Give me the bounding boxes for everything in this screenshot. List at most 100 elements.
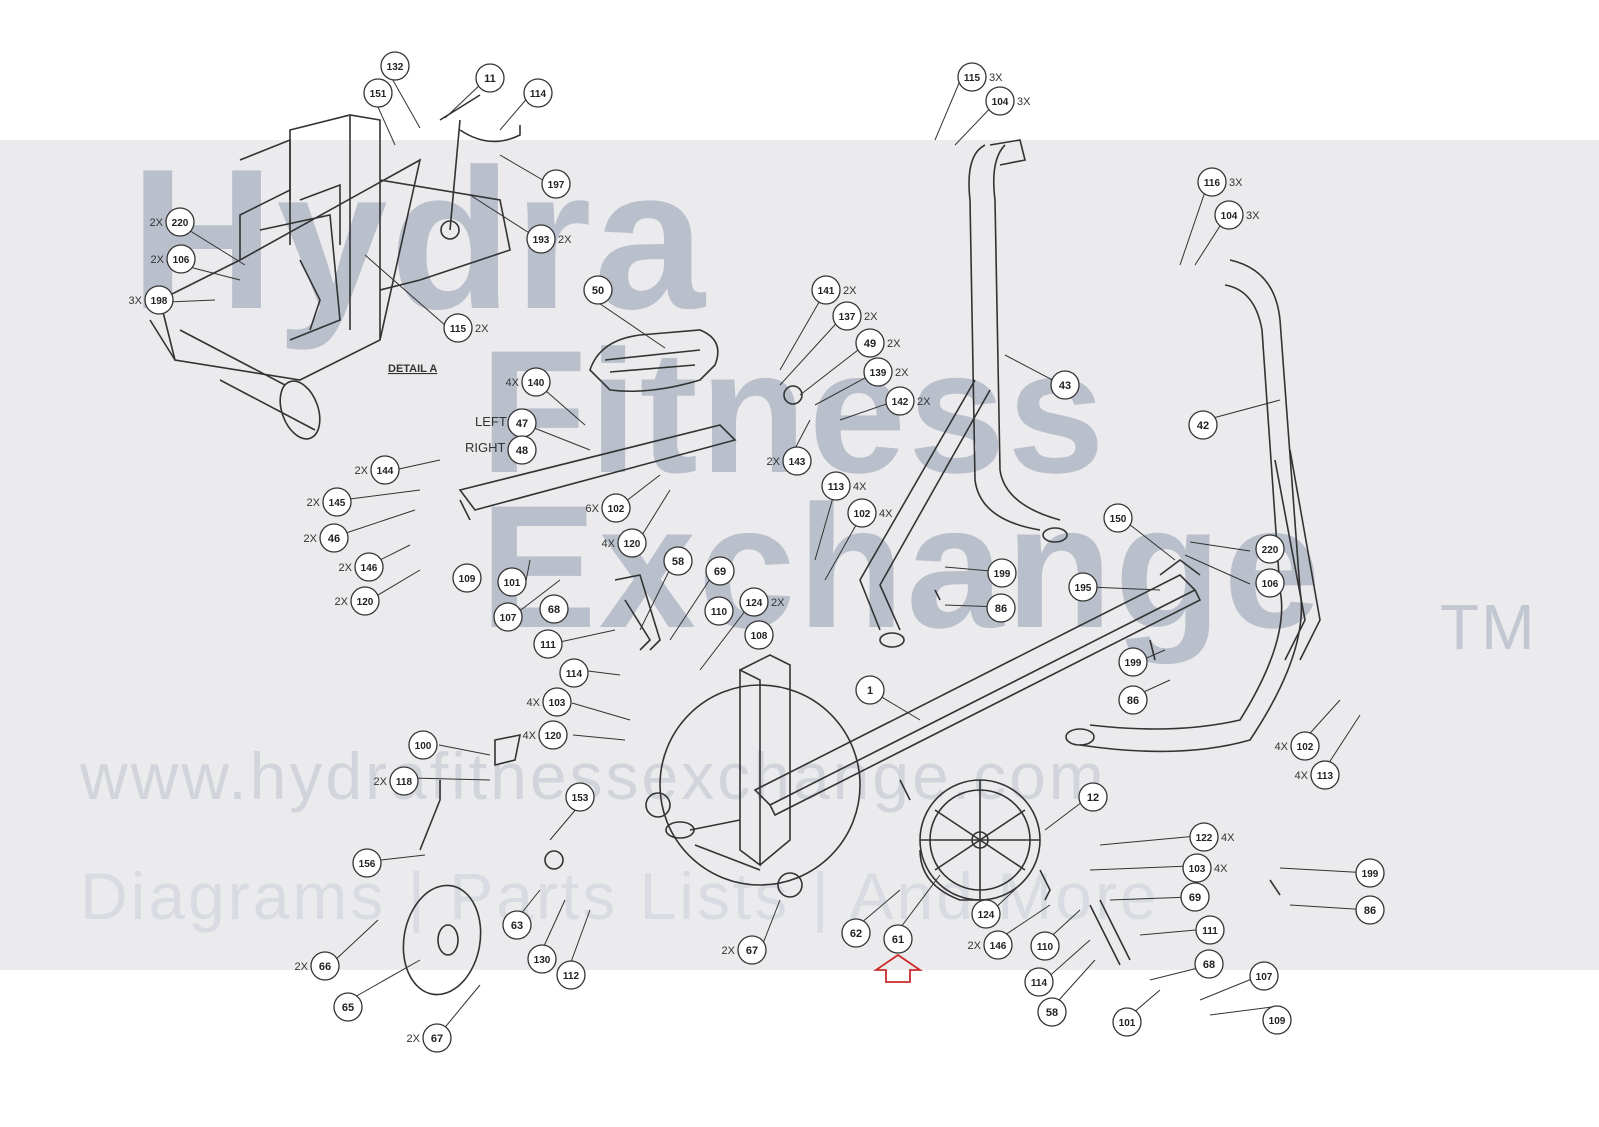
- callout-number: 58: [1046, 1007, 1058, 1019]
- callout-number: 153: [572, 793, 589, 804]
- callout-number: 144: [377, 466, 394, 477]
- callout-quantity: 4X: [523, 730, 537, 742]
- callout-number: 61: [892, 934, 904, 946]
- callout-number: 104: [992, 97, 1009, 108]
- callout-number: 63: [511, 920, 523, 932]
- callout-bubble: [847, 498, 877, 528]
- callout-114: 114: [1024, 967, 1054, 997]
- callout-number: 114: [566, 669, 583, 680]
- callout-bubble: [310, 951, 340, 981]
- callout-bubble: [556, 960, 586, 990]
- callout-quantity: 2X: [151, 254, 165, 266]
- callout-number: 108: [751, 631, 768, 642]
- up-arrow-icon: [873, 953, 923, 983]
- callout-number: 107: [1256, 972, 1273, 983]
- callout-65: 65: [333, 992, 363, 1022]
- callout-quantity: 4X: [1214, 863, 1228, 875]
- callout-number: 124: [746, 598, 763, 609]
- callout-11: 11: [475, 63, 505, 93]
- callout-bubble: [663, 546, 693, 576]
- callout-bubble: [855, 675, 885, 705]
- callout-number: 113: [828, 482, 845, 493]
- callout-bubble: [885, 386, 915, 416]
- callout-number: 146: [361, 563, 378, 574]
- callout-number: 104: [1221, 211, 1238, 222]
- callout-bubble: [352, 848, 382, 878]
- callout-number: 122: [1196, 833, 1213, 844]
- callout-153: 153: [565, 782, 595, 812]
- callout-quantity: 4X: [506, 377, 520, 389]
- callout-151: 151: [363, 78, 393, 108]
- callout-quantity: 3X: [1246, 210, 1260, 222]
- callout-bubble: [883, 924, 913, 954]
- callout-quantity: 3X: [1017, 96, 1031, 108]
- callout-number: 106: [173, 255, 190, 266]
- callout-156: 156: [352, 848, 382, 878]
- callout-bubble: [1037, 997, 1067, 1027]
- callout-bubble: [370, 455, 400, 485]
- callout-bubble: [322, 487, 352, 517]
- callout-bubble: [987, 558, 1017, 588]
- callout-number: 103: [1189, 864, 1206, 875]
- callout-number: 110: [711, 607, 728, 618]
- callout-bubble: [1050, 370, 1080, 400]
- callout-number: 107: [500, 613, 517, 624]
- callout-42: 42: [1188, 410, 1218, 440]
- callout-bubble: [782, 446, 812, 476]
- callout-quantity: 2X: [917, 396, 931, 408]
- callout-bubble: [1078, 782, 1108, 812]
- callout-bubble: [497, 567, 527, 597]
- callout-bubble: [1182, 853, 1212, 883]
- callout-110: 110: [704, 596, 734, 626]
- callout-number: 106: [1262, 579, 1279, 590]
- callout-106: 106: [1255, 568, 1285, 598]
- callout-bubble: [1214, 200, 1244, 230]
- callout-quantity: 2X: [407, 1033, 421, 1045]
- callout-quantity: 4X: [853, 481, 867, 493]
- callout-bubble: [971, 899, 1001, 929]
- callout-bubble: [539, 594, 569, 624]
- callout-bubble: [333, 992, 363, 1022]
- callout-bubble: [354, 552, 384, 582]
- upright-42: [1065, 259, 1321, 753]
- callout-number: 132: [387, 62, 404, 73]
- callout-bubble: [319, 523, 349, 553]
- callout-104: 104 3X: [985, 86, 1031, 116]
- callout-101: 101: [1112, 1007, 1142, 1037]
- callout-number: 65: [342, 1002, 354, 1014]
- callout-number: 143: [789, 457, 806, 468]
- callout-bubble: [1112, 1007, 1142, 1037]
- callout-130: 130: [527, 944, 557, 974]
- callout-bubble: [821, 471, 851, 501]
- callout-bubble: [739, 587, 769, 617]
- callout-111: 111: [533, 629, 563, 659]
- callout-bubble: [1118, 685, 1148, 715]
- pedal-arm-47-48: [458, 424, 737, 521]
- callout-number: 195: [1075, 583, 1092, 594]
- callout-bubble: [144, 285, 174, 315]
- callout-number: 198: [151, 296, 168, 307]
- callout-132: 132: [380, 51, 410, 81]
- callout-number: 115: [964, 73, 981, 84]
- callout-bubble: [475, 63, 505, 93]
- callout-107: 107: [1249, 961, 1279, 991]
- callout-113: 113 4X: [821, 471, 867, 501]
- callout-86: 86: [986, 593, 1016, 623]
- callout-199: 199: [987, 558, 1017, 588]
- callout-number: 86: [1127, 695, 1139, 707]
- callout-number: 109: [1269, 1016, 1286, 1027]
- callout-bubble: [1103, 503, 1133, 533]
- callout-number: 139: [870, 368, 887, 379]
- callout-quantity: 4X: [879, 508, 893, 520]
- callout-quantity: 2X: [307, 497, 321, 509]
- main-rail-1: [753, 559, 1202, 817]
- callout-number: 101: [1119, 1018, 1136, 1029]
- callout-number: 67: [746, 945, 758, 957]
